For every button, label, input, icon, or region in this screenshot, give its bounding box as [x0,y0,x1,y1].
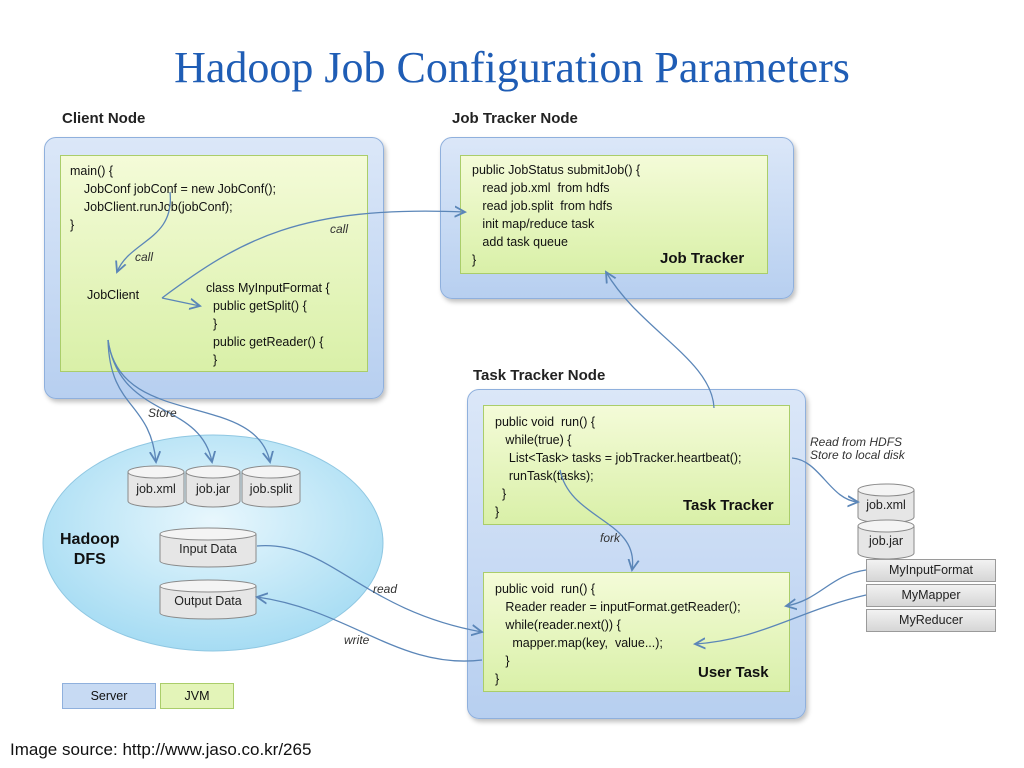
arrow-call-runjob [117,191,171,272]
task-tracker-node-label: Task Tracker Node [473,367,606,384]
arrow-read [256,545,482,632]
arrow-store-split [107,339,270,462]
arrow-myinputformat [786,569,867,606]
arrow-store-xml [107,339,156,462]
job-tracker-code: public JobStatus submitJob() { read job.… [472,163,641,267]
job-tracker-node-label: Job Tracker Node [452,110,578,127]
label-store: Store [148,406,177,420]
label-read: read [373,582,398,596]
hdfs-job-split: job.split [241,465,301,508]
hdfs-label-line2: DFS [73,551,106,568]
user-task-title: User Task [698,664,769,681]
arrow-jobclient-inputformat [161,297,200,306]
arrow-mymapper [695,594,867,644]
class-myreducer: MyReducer [866,609,996,632]
hdfs-job-split-label: job.split [249,482,293,496]
class-myinputformat: MyInputFormat [866,559,996,582]
hdfs-output-data: Output Data [159,579,257,620]
arrow-call-jobtracker [161,211,465,299]
class-mymapper: MyMapper [866,584,996,607]
image-source: Image source: http://www.jaso.co.kr/265 [10,740,312,759]
client-main-code: main() { JobConf jobConf = new JobConf()… [70,164,277,232]
task-tracker-jvm-box [483,405,790,525]
client-node-label: Client Node [62,110,146,127]
local-job-xml: job.xml [857,483,915,524]
user-task-code: public void run() { Reader reader = inpu… [495,582,741,686]
page-title: Hadoop Job Configuration Parameters [174,43,850,92]
input-data-label: Input Data [179,542,237,556]
arrow-local-store [791,457,858,502]
legend-server: Server [62,683,156,709]
task-tracker-title: Task Tracker [683,497,774,514]
local-disk-note-line1: Read from HDFS [810,435,903,449]
hdfs-job-xml-label: job.xml [136,482,176,496]
jobclient-label: JobClient [87,288,140,302]
client-jvm-box [60,155,368,372]
arrow-store-jar [107,339,212,462]
job-tracker-title: Job Tracker [660,250,745,267]
legend-jvm: JVM [160,683,234,709]
local-job-jar-label: job.jar [868,534,904,548]
user-task-jvm-box [483,572,790,692]
label-call-2: call [330,222,349,236]
hdfs-job-jar-label: job.jar [195,482,231,496]
hdfs-job-xml: job.xml [127,465,185,508]
label-fork: fork [600,531,621,545]
local-disk-note: Read from HDFS Store to local disk [810,436,905,462]
local-disk-note-line2: Store to local disk [810,448,905,462]
label-call-1: call [135,250,154,264]
job-tracker-jvm-box [460,155,768,274]
hdfs-job-jar: job.jar [185,465,241,508]
task-tracker-code: public void run() { while(true) { List<T… [495,415,742,519]
hdfs-label: Hadoop DFS [60,530,120,570]
hdfs-input-data: Input Data [159,527,257,568]
local-job-jar: job.jar [857,519,915,560]
inputformat-code: class MyInputFormat { public getSplit() … [206,281,330,367]
arrow-fork [559,469,633,570]
output-data-label: Output Data [174,594,242,608]
arrow-write [257,597,483,662]
local-job-xml-label: job.xml [866,498,906,512]
label-write: write [344,633,370,647]
arrow-heartbeat [606,272,715,409]
hdfs-label-line1: Hadoop [60,531,120,548]
